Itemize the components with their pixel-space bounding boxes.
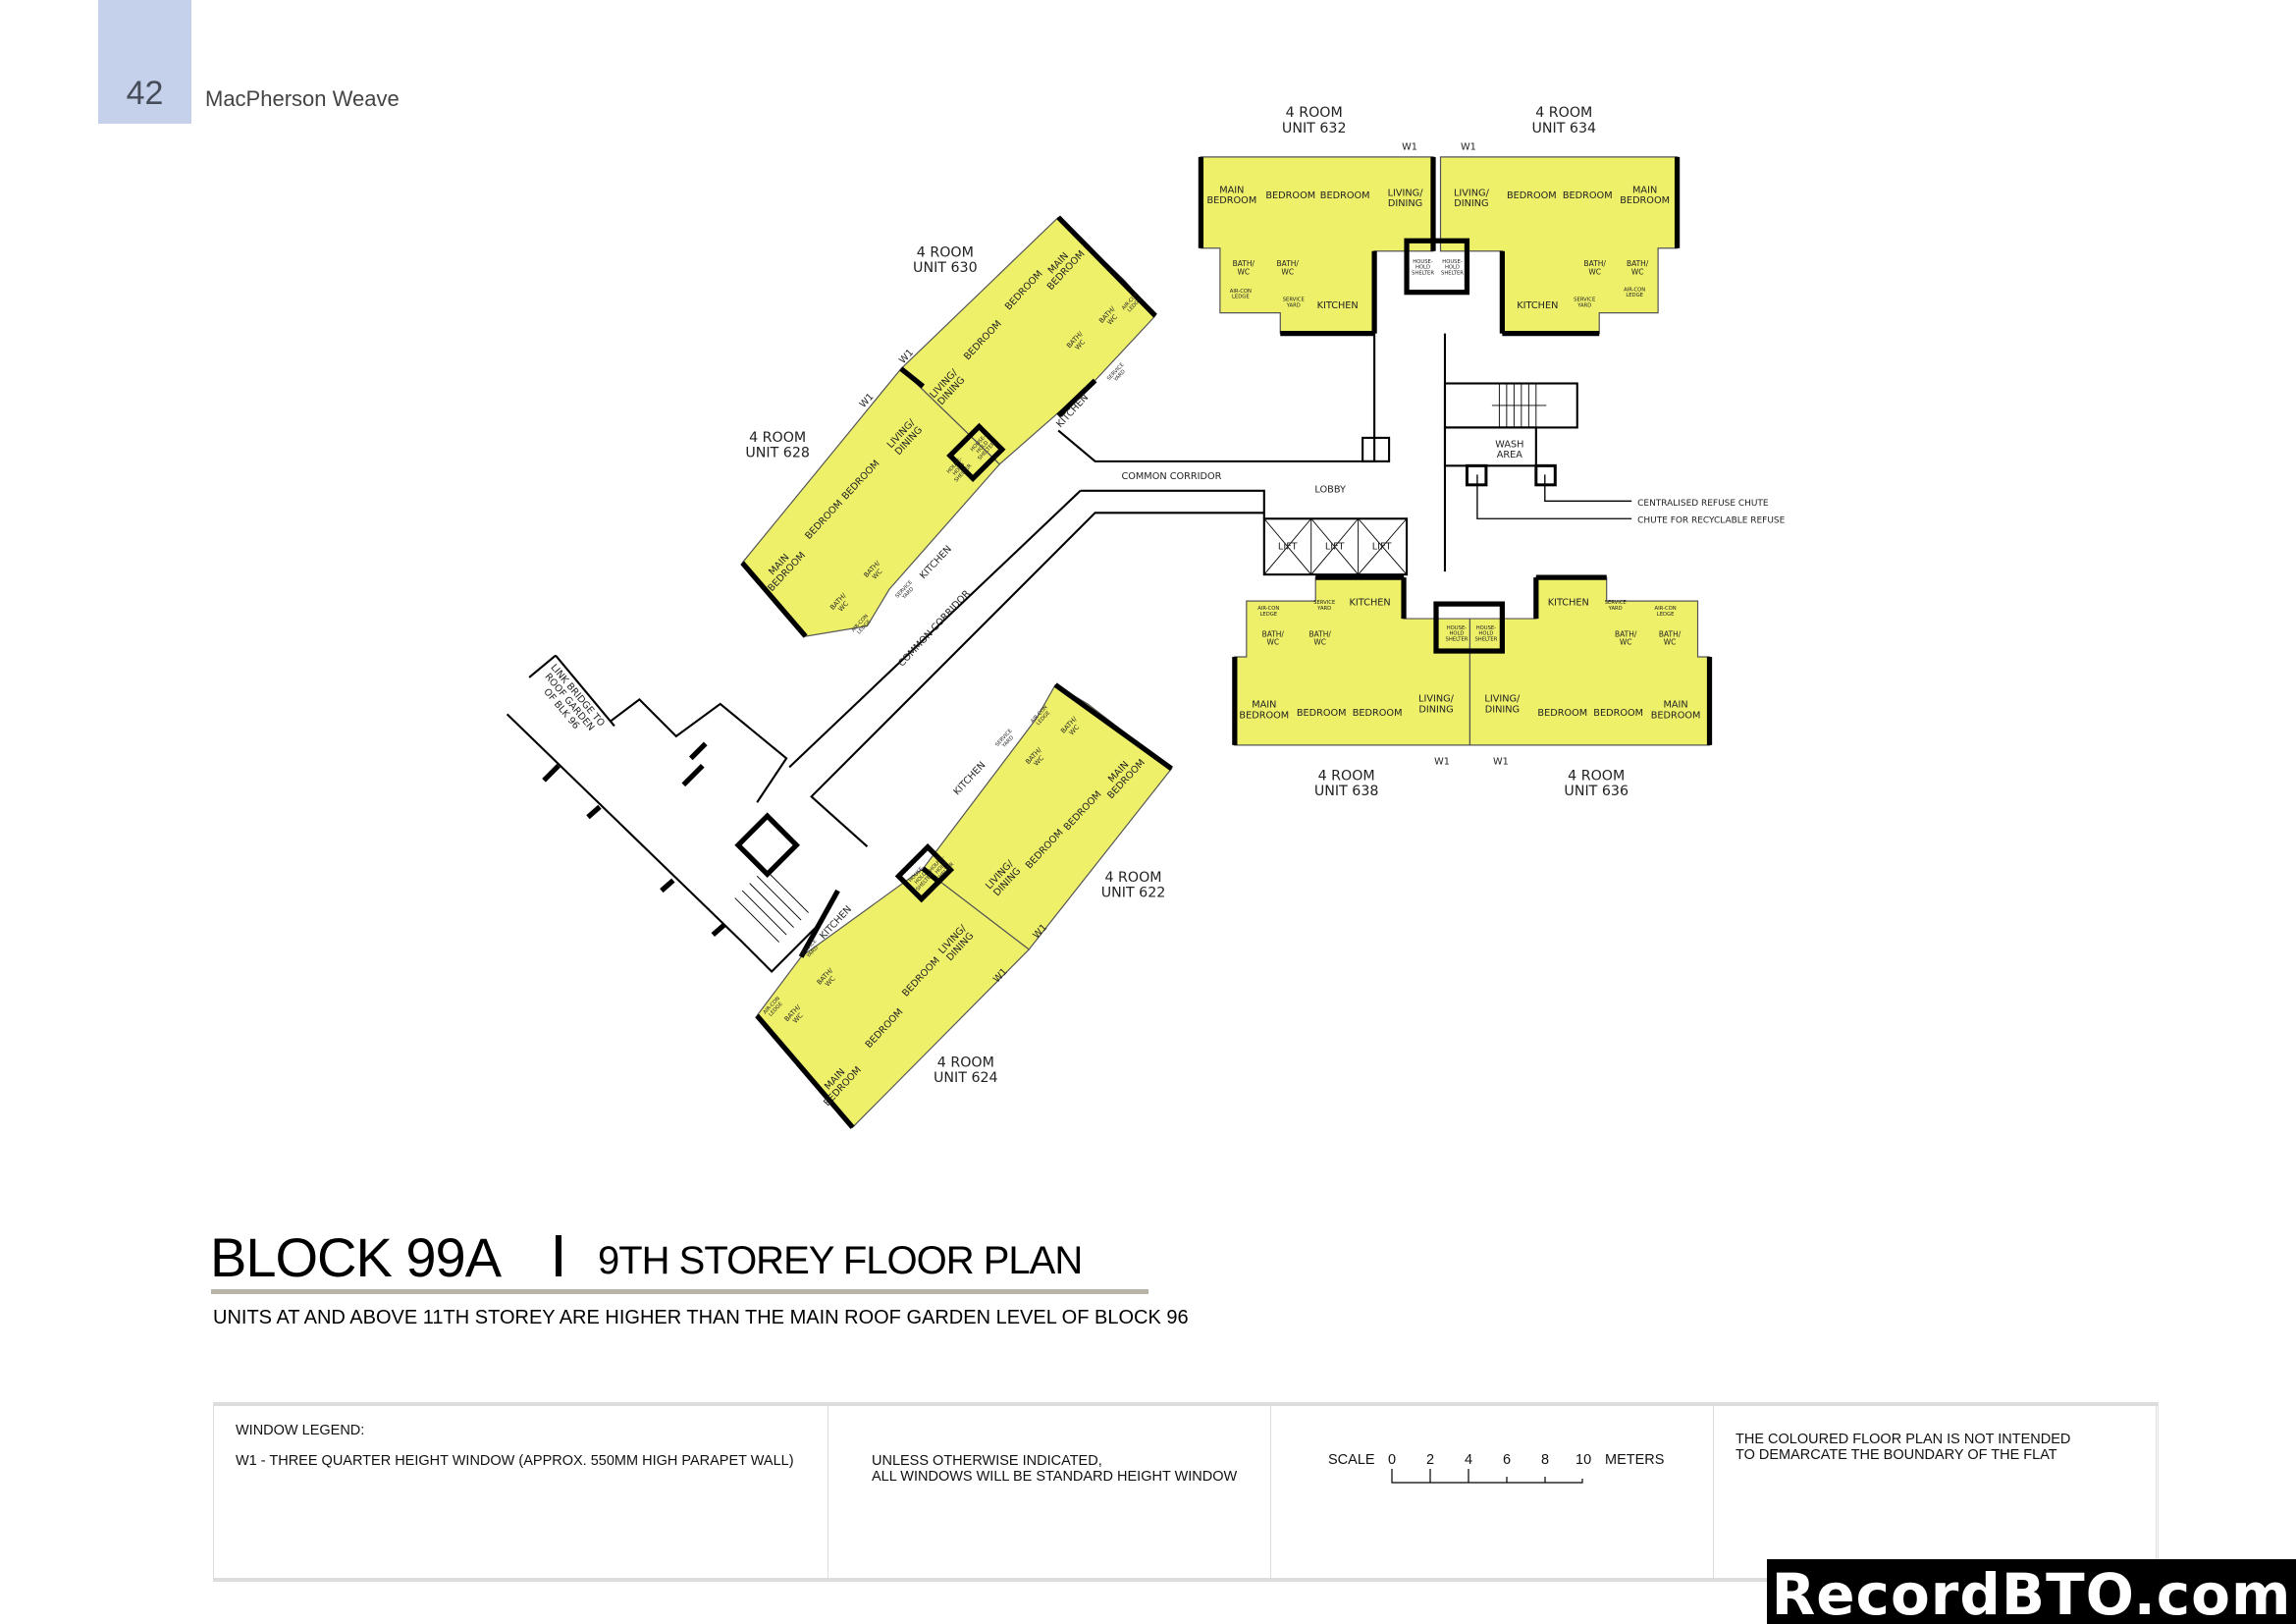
living-dining: LIVING/DINING <box>1454 188 1490 209</box>
floor-plan-title: 9TH STOREY FLOOR PLAN <box>598 1239 1083 1282</box>
service-yard: SERVICEYARD <box>894 579 918 603</box>
living-dining: LIVING/DINING <box>1418 694 1455 716</box>
common-corridor-label: COMMON CORRIDOR <box>896 588 973 669</box>
service-yard: SERVICEYARD <box>1106 362 1130 386</box>
disclaimer-line-1: THE COLOURED FLOOR PLAN IS NOT INTENDED <box>1735 1432 2071 1447</box>
scale-label: SCALE <box>1328 1452 1375 1468</box>
window-legend-heading: WINDOW LEGEND: <box>236 1423 365 1438</box>
bedroom: BEDROOM <box>1353 708 1403 719</box>
living-dining: LIVING/DINING <box>1388 188 1424 209</box>
disclaimer-cell: THE COLOURED FLOOR PLAN IS NOT INTENDED … <box>1713 1406 2157 1578</box>
scale-tick-4: 4 <box>1465 1452 1473 1468</box>
bedroom: BEDROOM <box>1507 190 1557 201</box>
kitchen: KITCHEN <box>1517 300 1558 311</box>
kitchen: KITCHEN <box>1317 300 1359 311</box>
kitchen: KITCHEN <box>1548 598 1589 609</box>
window-tag-w1: W1 <box>1434 756 1450 767</box>
legend-table: WINDOW LEGEND: W1 - THREE QUARTER HEIGHT… <box>213 1402 2159 1582</box>
bath-wc: BATH/WC <box>1262 629 1285 646</box>
bath-wc: BATH/WC <box>1277 259 1300 276</box>
document-title: MacPherson Weave <box>205 86 400 111</box>
watermark: RecordBTO.com <box>1767 1559 2296 1624</box>
window-tag-w1: W1 <box>1402 141 1417 152</box>
kitchen: KITCHEN <box>1350 598 1391 609</box>
bath-wc: BATH/WC <box>1309 629 1332 646</box>
window-legend-cell: WINDOW LEGEND: W1 - THREE QUARTER HEIGHT… <box>214 1406 828 1578</box>
lift-label: LIFT <box>1325 542 1345 553</box>
scale-bar <box>1391 1469 1583 1484</box>
standard-note-line-1: UNLESS OTHERWISE INDICATED, <box>872 1453 1102 1469</box>
bedroom: BEDROOM <box>1265 190 1315 201</box>
bath-wc: BATH/WC <box>1584 259 1607 276</box>
window-tag-w1: W1 <box>1493 756 1509 767</box>
bath-wc: BATH/WC <box>1659 629 1682 646</box>
block-title: BLOCK 99A <box>210 1226 502 1288</box>
scale-tick-2: 2 <box>1426 1452 1435 1468</box>
scale-unit: METERS <box>1605 1452 1665 1468</box>
scale-tick-8: 8 <box>1541 1452 1550 1468</box>
lift-block <box>1262 517 1409 576</box>
scale-cell: SCALE 0 2 4 6 8 10 METERS <box>1270 1406 1714 1578</box>
bath-wc: BATH/WC <box>1233 259 1255 276</box>
recyclable-chute-label: CHUTE FOR RECYCLABLE REFUSE <box>1637 516 1785 526</box>
page-number-tab <box>98 0 191 124</box>
standard-note-line-2: ALL WINDOWS WILL BE STANDARD HEIGHT WIND… <box>872 1469 1238 1485</box>
bedroom: BEDROOM <box>1593 708 1643 719</box>
scale-tick-0: 0 <box>1388 1452 1397 1468</box>
lobby-label: LOBBY <box>1314 484 1346 495</box>
standard-window-cell: UNLESS OTHERWISE INDICATED, ALL WINDOWS … <box>828 1406 1271 1578</box>
core-outline <box>506 333 1632 973</box>
refuse-chute-label: CENTRALISED REFUSE CHUTE <box>1637 499 1769 509</box>
window-tag-w1: W1 <box>1461 141 1476 152</box>
title-separator <box>556 1235 561 1276</box>
w1-description: W1 - THREE QUARTER HEIGHT WINDOW (APPROX… <box>236 1453 794 1469</box>
scale-tick-10: 10 <box>1575 1452 1592 1468</box>
bedroom: BEDROOM <box>1537 708 1587 719</box>
bedroom: BEDROOM <box>1563 190 1613 201</box>
bedroom: BEDROOM <box>1320 190 1370 201</box>
disclaimer-line-2: TO DEMARCATE THE BOUNDARY OF THE FLAT <box>1735 1447 2057 1463</box>
bath-wc: BATH/WC <box>1627 259 1649 276</box>
lift-label: LIFT <box>1278 542 1298 553</box>
storey-note: UNITS AT AND ABOVE 11TH STOREY ARE HIGHE… <box>213 1307 1189 1328</box>
common-corridor-label: COMMON CORRIDOR <box>1121 471 1221 482</box>
page-number: 42 <box>126 75 164 112</box>
bath-wc: BATH/WC <box>1615 629 1637 646</box>
bedroom: BEDROOM <box>1297 708 1347 719</box>
unit-634-area <box>1439 156 1679 335</box>
living-dining: LIVING/DINING <box>1484 694 1521 716</box>
lift-label: LIFT <box>1372 542 1392 553</box>
title-underline <box>211 1289 1148 1294</box>
scale-tick-6: 6 <box>1503 1452 1512 1468</box>
